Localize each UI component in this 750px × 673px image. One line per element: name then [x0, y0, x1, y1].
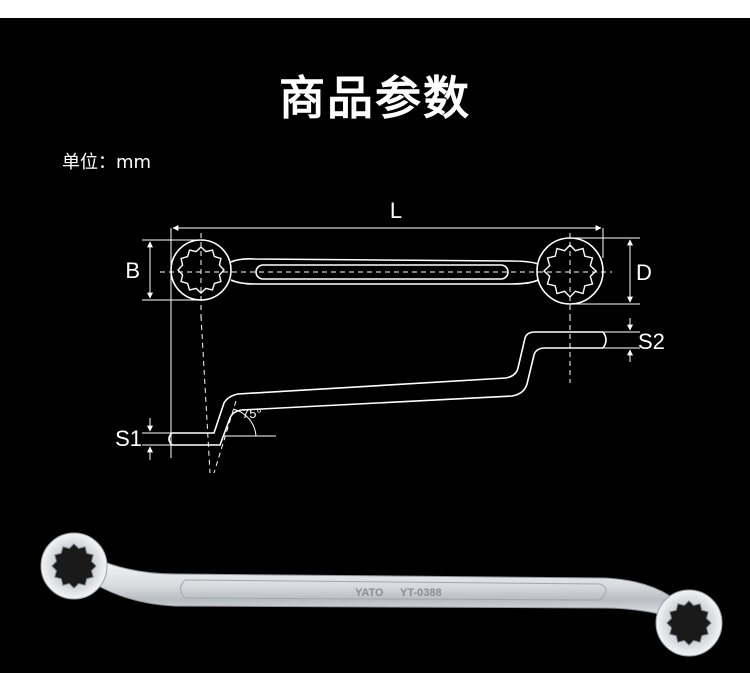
dimension-label-D: D — [636, 260, 652, 285]
wrench-top-view — [170, 237, 604, 305]
left-head-12point-icon — [177, 246, 225, 294]
dimension-label-S2: S2 — [638, 329, 665, 354]
wrench-dimension-diagram: L B D S2 S1 75° YATO YT-0388 — [40, 198, 723, 657]
unit-label: 单位：mm — [62, 152, 152, 173]
brand-mark: YATO — [355, 587, 384, 599]
dimension-lines — [142, 225, 640, 460]
centerlines — [160, 233, 612, 474]
model-mark: YT-0388 — [400, 587, 442, 599]
dimension-label-L: L — [390, 198, 402, 223]
dimension-label-B: B — [125, 258, 140, 283]
dimension-label-S1: S1 — [115, 426, 142, 451]
wrench-side-view — [168, 331, 607, 446]
angle-label: 75° — [242, 406, 262, 421]
product-parameters-panel: 商品参数 单位：mm — [0, 18, 750, 673]
page-title: 商品参数 — [279, 71, 471, 125]
wrench-product-photo: YATO YT-0388 — [40, 532, 723, 657]
